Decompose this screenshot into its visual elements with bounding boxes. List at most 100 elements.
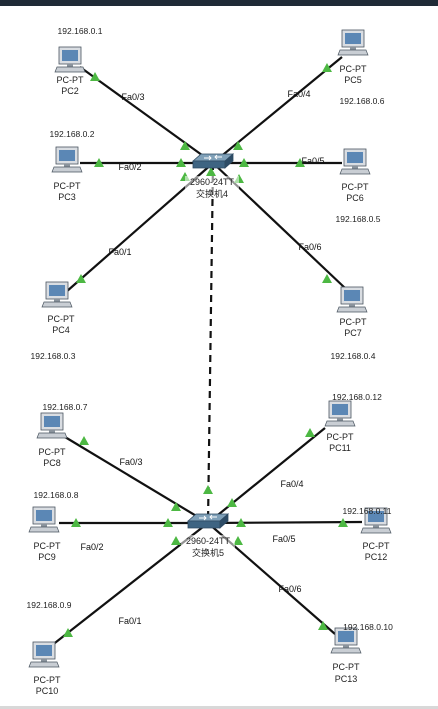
port-up-indicator bbox=[163, 518, 173, 527]
port-up-indicator bbox=[76, 274, 86, 283]
pc-screen-icon bbox=[44, 416, 60, 427]
port-up-indicator bbox=[305, 428, 315, 437]
switch-sw5[interactable] bbox=[186, 513, 230, 529]
pc-type-label: PC-PT bbox=[39, 447, 67, 457]
switch-model-label: 2960-24TT bbox=[186, 536, 231, 546]
switch-icon-side bbox=[224, 153, 234, 169]
pc-name-label: PC2 bbox=[61, 86, 79, 96]
pc-name-label: PC4 bbox=[52, 325, 70, 335]
pc-keyboard-icon bbox=[336, 306, 368, 313]
switch-label-bg bbox=[181, 535, 235, 557]
port-up-indicator bbox=[236, 518, 246, 527]
port-up-indicator bbox=[180, 141, 190, 150]
pc-name-label: PC5 bbox=[344, 75, 362, 85]
port-up-indicator bbox=[176, 158, 186, 167]
switch-label-bg bbox=[185, 176, 239, 198]
pc-ip-label: 192.168.0.7 bbox=[43, 402, 88, 412]
pc-pc10[interactable] bbox=[28, 641, 60, 668]
pc-pc13[interactable] bbox=[330, 627, 362, 654]
port-up-indicator bbox=[171, 502, 181, 511]
pc-type-label: PC-PT bbox=[57, 75, 85, 85]
pc-ip-label: 192.168.0.8 bbox=[34, 490, 79, 500]
port-up-indicator bbox=[79, 436, 89, 445]
link-pc2[interactable] bbox=[79, 66, 214, 164]
port-up-indicator bbox=[206, 167, 216, 176]
pc-keyboard-icon bbox=[36, 432, 68, 439]
port-label: Fa0/5 bbox=[272, 534, 295, 544]
pc-keyboard-icon bbox=[337, 49, 369, 56]
network-topology-canvas: Fa0/3Fa0/2Fa0/1Fa0/4Fa0/5Fa0/6Fa0/3Fa0/2… bbox=[27, 26, 394, 696]
pc-pc6[interactable] bbox=[339, 148, 371, 175]
link-pc8[interactable] bbox=[64, 436, 209, 524]
pc-ip-label: 192.168.0.12 bbox=[332, 392, 382, 402]
switch-icon-side bbox=[219, 513, 229, 529]
pc-ip-label: 192.168.0.1 bbox=[58, 26, 103, 36]
pc-name-label: PC10 bbox=[36, 686, 59, 696]
switch-sw4[interactable] bbox=[191, 153, 235, 169]
link-pc5[interactable] bbox=[212, 56, 343, 164]
pc-keyboard-icon bbox=[54, 66, 86, 73]
pc-screen-icon bbox=[62, 50, 78, 61]
pc-screen-icon bbox=[347, 152, 363, 163]
pc-type-label: PC-PT bbox=[363, 541, 391, 551]
pc-ip-label: 192.168.0.11 bbox=[343, 506, 392, 516]
port-up-indicator bbox=[171, 536, 181, 545]
pc-keyboard-icon bbox=[330, 647, 362, 654]
pc-screen-icon bbox=[59, 150, 75, 161]
pc-type-label: PC-PT bbox=[34, 541, 62, 551]
pc-ip-label: 192.168.0.4 bbox=[331, 351, 376, 361]
pc-screen-icon bbox=[49, 285, 65, 296]
port-up-indicator bbox=[239, 158, 249, 167]
pc-pc5[interactable] bbox=[337, 29, 369, 56]
port-label: Fa0/4 bbox=[280, 479, 303, 489]
pc-keyboard-icon bbox=[360, 527, 392, 534]
pc-type-label: PC-PT bbox=[54, 181, 82, 191]
pc-pc7[interactable] bbox=[336, 286, 368, 313]
port-label: Fa0/5 bbox=[301, 156, 324, 166]
link-pc11[interactable] bbox=[207, 427, 326, 524]
pc-stand-icon bbox=[337, 418, 343, 421]
switch-icon-front bbox=[187, 520, 221, 529]
switch-arrows-icon bbox=[199, 514, 217, 521]
port-up-indicator bbox=[233, 536, 243, 545]
pc-name-label: PC12 bbox=[365, 552, 388, 562]
pc-pc3[interactable] bbox=[51, 146, 83, 173]
port-up-indicator bbox=[227, 498, 237, 507]
pc-keyboard-icon bbox=[28, 661, 60, 668]
port-label: Fa0/3 bbox=[119, 457, 142, 467]
pc-pc4[interactable] bbox=[41, 281, 73, 308]
pc-stand-icon bbox=[49, 430, 55, 433]
pc-name-label: PC6 bbox=[346, 193, 364, 203]
pc-pc2[interactable] bbox=[54, 46, 86, 73]
pc-pc12[interactable] bbox=[360, 507, 392, 534]
pc-name-label: PC9 bbox=[38, 552, 56, 562]
pc-screen-icon bbox=[36, 510, 52, 521]
switch-name-label: 交换机4 bbox=[196, 188, 228, 199]
pc-ip-label: 192.168.0.2 bbox=[50, 129, 95, 139]
pc-stand-icon bbox=[350, 47, 356, 50]
pc-keyboard-icon bbox=[28, 526, 60, 533]
pc-name-label: PC8 bbox=[43, 458, 61, 468]
switch-arrows-icon bbox=[204, 154, 222, 161]
pc-ip-label: 192.168.0.9 bbox=[27, 600, 72, 610]
pc-keyboard-icon bbox=[339, 168, 371, 175]
port-label: Fa0/1 bbox=[118, 616, 141, 626]
pc-stand-icon bbox=[349, 304, 355, 307]
pc-ip-label: 192.168.0.10 bbox=[343, 622, 393, 632]
pc-screen-icon bbox=[338, 631, 354, 642]
switch-icon-front bbox=[192, 160, 226, 169]
pc-pc9[interactable] bbox=[28, 506, 60, 533]
pc-keyboard-icon bbox=[41, 301, 73, 308]
pc-ip-label: 192.168.0.3 bbox=[31, 351, 76, 361]
link-pc12[interactable] bbox=[207, 520, 363, 525]
pc-pc8[interactable] bbox=[36, 412, 68, 439]
pc-stand-icon bbox=[373, 525, 379, 528]
switch-trunk-link[interactable] bbox=[206, 162, 215, 524]
pc-pc11[interactable] bbox=[324, 400, 356, 427]
port-label: Fa0/2 bbox=[118, 162, 141, 172]
pc-stand-icon bbox=[41, 659, 47, 662]
port-up-indicator bbox=[322, 274, 332, 283]
port-up-indicator bbox=[71, 518, 81, 527]
pc-keyboard-icon bbox=[51, 166, 83, 173]
pc-stand-icon bbox=[41, 524, 47, 527]
